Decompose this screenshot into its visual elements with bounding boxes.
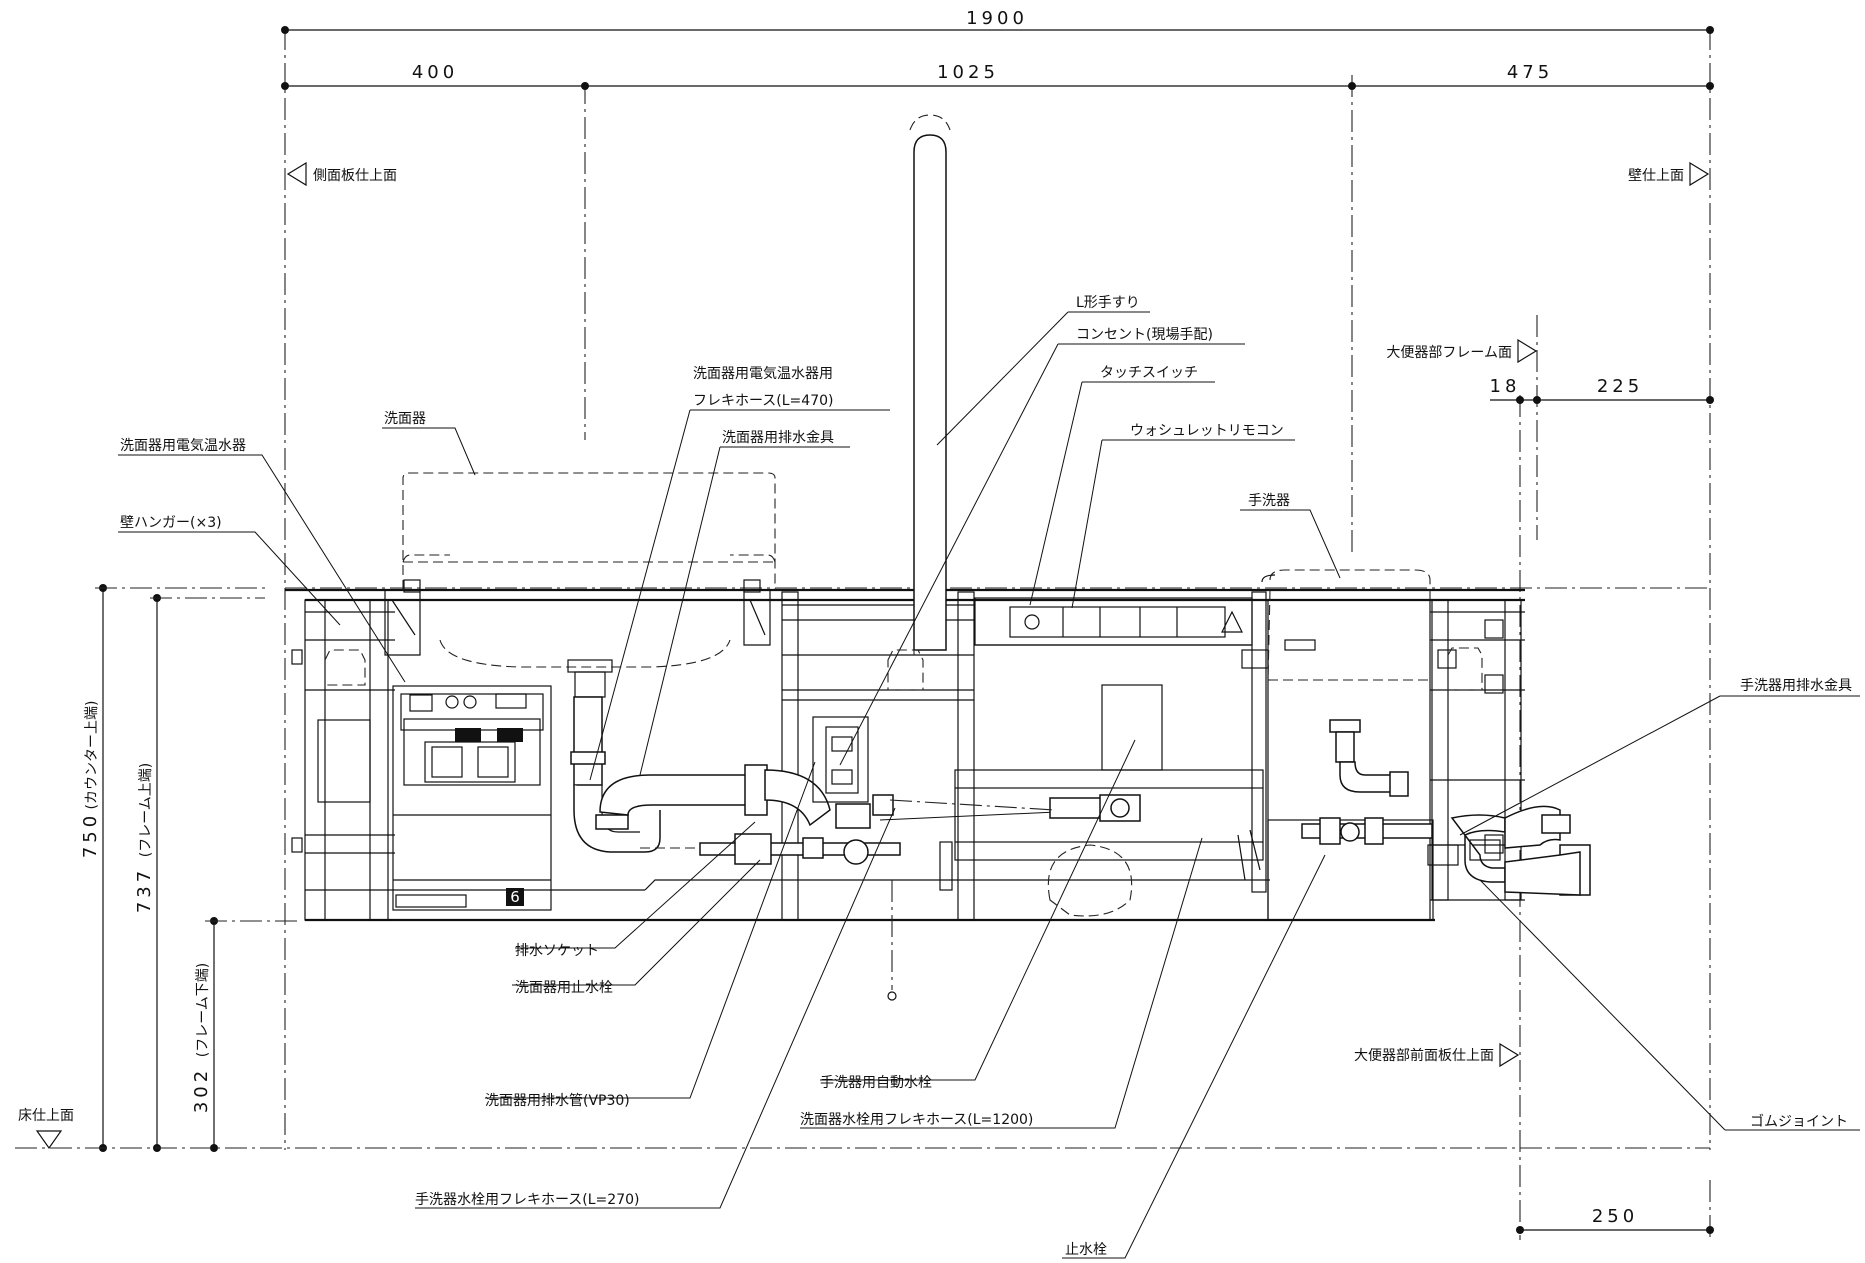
- label-heater-hose-line2: フレキホース(L=470): [693, 393, 833, 409]
- dim-overall: 1900: [966, 8, 1028, 29]
- dim-frame-top-height: 737: [134, 867, 155, 913]
- side-panel-marker-icon: [286, 161, 307, 187]
- label-outlet: コンセント(現場手配): [1076, 327, 1213, 343]
- toilet-frame-marker-icon: [1517, 338, 1538, 364]
- electric-water-heater: 6: [392, 685, 552, 911]
- basin-drain-piping: [570, 696, 831, 853]
- dim-frame-top-label: (フレーム上端): [138, 763, 154, 858]
- label-hand-basin-faucet-hose: 手洗器水栓用フレキホース(L=270): [415, 1192, 639, 1208]
- floor-marker-icon: [35, 1130, 63, 1150]
- l-handrail: [909, 114, 951, 655]
- toilet-front-marker-icon: [1499, 1042, 1520, 1068]
- hand-basin-drain: [1301, 719, 1591, 896]
- supply-valves: [699, 794, 1261, 1001]
- floor-label: 床仕上面: [18, 1108, 74, 1124]
- side-panel-label: 側面板仕上面: [313, 168, 397, 184]
- label-heater-hose-line1: 洗面器用電気温水器用: [693, 366, 833, 382]
- label-basin-drain-pipe: 洗面器用排水管(VP30): [485, 1093, 630, 1109]
- fixings: [291, 647, 1483, 908]
- label-washbasin-heater: 洗面器用電気温水器: [120, 438, 246, 454]
- dim-left-segment: 400: [412, 62, 458, 83]
- dim-middle-segment: 1025: [937, 62, 999, 83]
- dim-frame-right: 225: [1597, 376, 1643, 397]
- power-outlet: [812, 716, 869, 803]
- label-washlet-remote: ウォシュレットリモコン: [1130, 423, 1284, 439]
- label-drain-socket: 排水ソケット: [515, 943, 599, 959]
- label-hand-basin-auto-faucet: 手洗器用自動水栓: [820, 1075, 932, 1091]
- dimension-lines: [15, 26, 1714, 1240]
- dim-counter-height: 750: [80, 812, 101, 858]
- reference-triangles: [35, 161, 1710, 1150]
- wall-marker-icon: [1689, 161, 1710, 187]
- toilet-frame-label: 大便器部フレーム面: [1386, 345, 1512, 361]
- dim-bottom-right: 250: [1592, 1206, 1638, 1227]
- hand-basin: [1261, 569, 1431, 681]
- label-basin-stop-valve: 洗面器用止水栓: [515, 980, 613, 996]
- dim-frame-bottom-label: (フレーム下端): [195, 963, 211, 1058]
- svg-text:6: 6: [510, 888, 520, 906]
- dim-counter-label: (カウンター上端): [84, 701, 100, 810]
- label-rubber-joint: ゴムジョイント: [1750, 1113, 1848, 1130]
- label-basin-drain-fitting: 洗面器用排水金具: [722, 430, 834, 446]
- toilet-front-label: 大便器部前面板仕上面: [1354, 1047, 1494, 1064]
- label-stop-valve: 止水栓: [1065, 1242, 1107, 1258]
- dim-frame-offset: 18: [1490, 376, 1521, 397]
- wall-label: 壁仕上面: [1628, 168, 1684, 184]
- label-touch-switch: タッチスイッチ: [1100, 365, 1198, 381]
- washbasin: [402, 472, 776, 698]
- label-hand-basin: 手洗器: [1248, 493, 1290, 509]
- label-l-handrail: L形手すり: [1076, 295, 1140, 311]
- label-hand-basin-drain: 手洗器用排水金具: [1740, 678, 1852, 694]
- leader-lines: [118, 311, 1860, 1259]
- label-basin-faucet-hose: 洗面器水栓用フレキホース(L=1200): [800, 1112, 1033, 1128]
- label-wall-hanger: 壁ハンガー(×3): [120, 515, 222, 531]
- label-washbasin: 洗面器: [384, 411, 426, 427]
- dim-frame-bottom-height: 302: [191, 1067, 212, 1113]
- dim-right-segment: 475: [1507, 62, 1553, 83]
- wall-hangers: [384, 579, 771, 656]
